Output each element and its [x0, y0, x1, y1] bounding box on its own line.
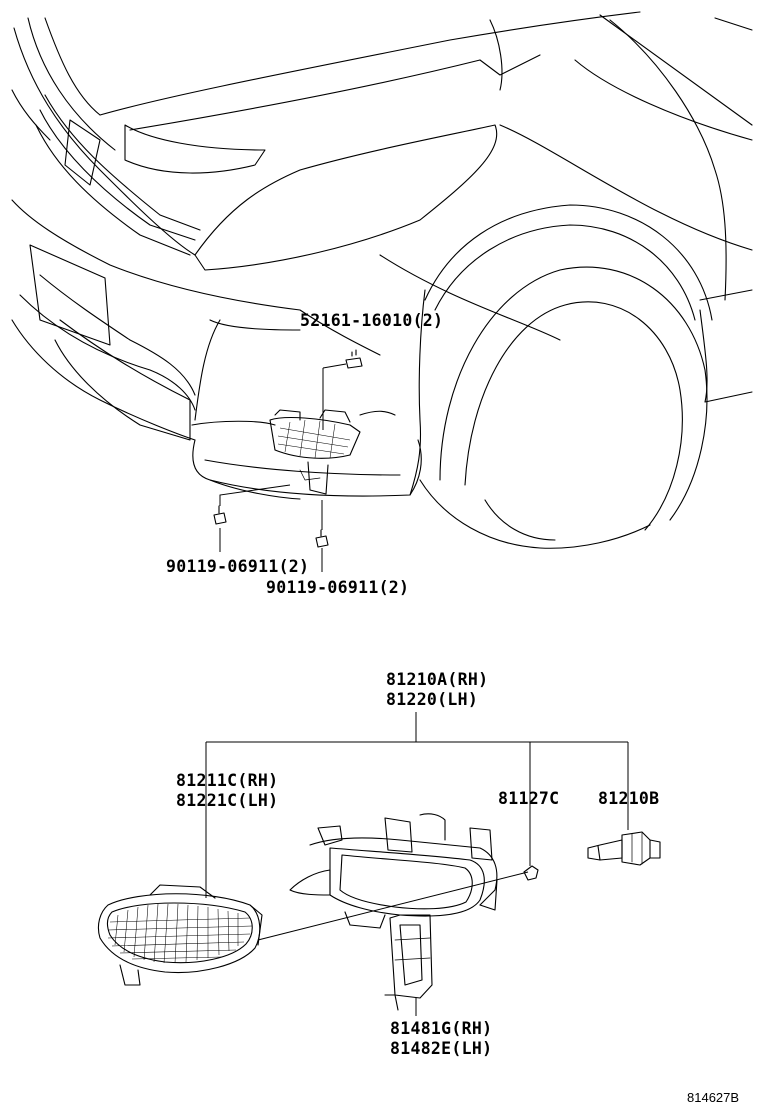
assembly-bracket-lines	[205, 712, 629, 898]
assembly-rh-part-number: 81210A(RH)	[386, 670, 488, 689]
car-front-illustration	[11, 11, 753, 549]
screw-left-part-number: 90119-06911(2)	[166, 557, 309, 576]
fog-lamp-housing	[289, 813, 498, 929]
lens-lh-part-number: 81221C(LH)	[176, 791, 278, 810]
socket-part-number: 81127C	[498, 789, 559, 808]
figure-reference: 814627B	[687, 1090, 739, 1105]
assembly-lh-part-number: 81220(LH)	[386, 690, 478, 709]
lens-to-housing-line	[257, 871, 529, 941]
top-leader-lines	[219, 363, 347, 572]
fog-lamp-lens	[97, 884, 263, 986]
fog-lamp-cover	[384, 914, 433, 1016]
bulb-part	[587, 831, 661, 866]
lens-rh-part-number: 81211C(RH)	[176, 771, 278, 790]
clip-part-number: 52161-16010(2)	[300, 311, 443, 330]
cover-rh-part-number: 81481G(RH)	[390, 1019, 492, 1038]
screw-right-part-number: 90119-06911(2)	[266, 578, 409, 597]
cover-lh-part-number: 81482E(LH)	[390, 1039, 492, 1058]
socket-part	[523, 865, 539, 881]
bulb-part-number: 81210B	[598, 789, 659, 808]
